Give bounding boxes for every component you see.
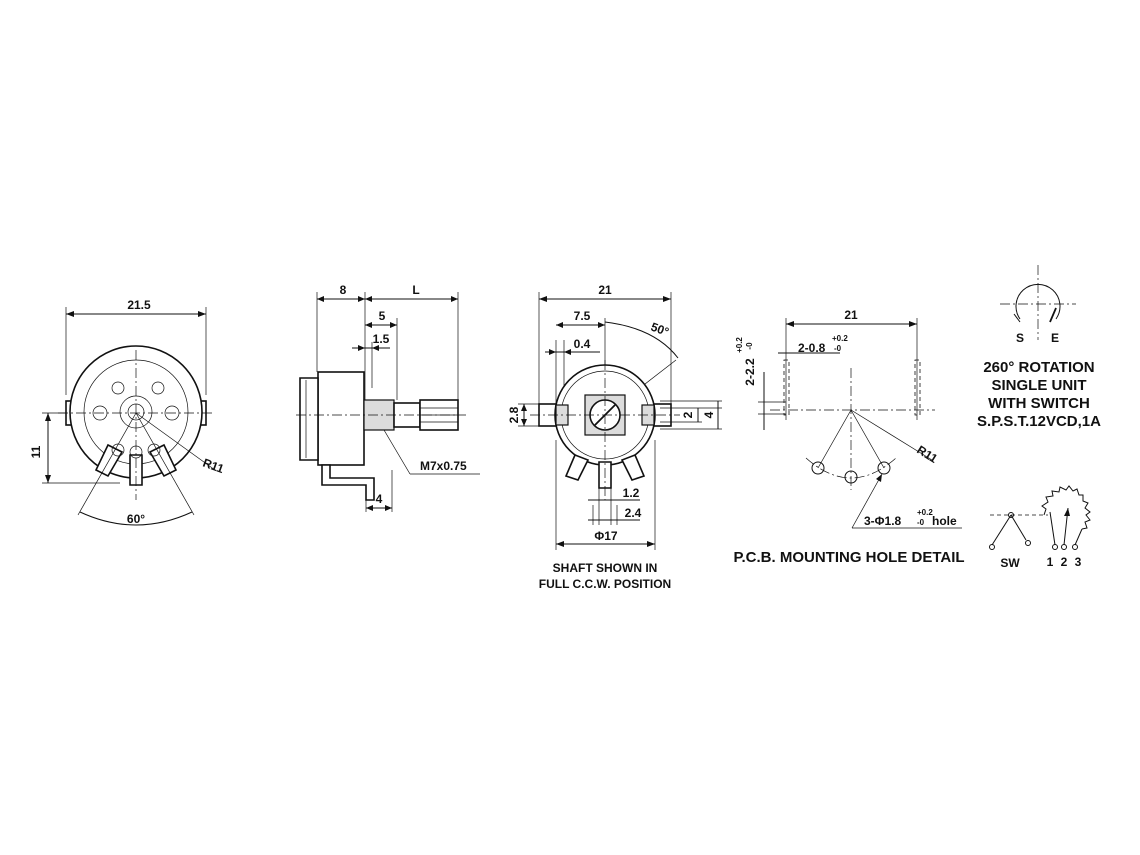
dim-hole-upper: +0.2 — [917, 508, 933, 517]
spec-line2: SINGLE UNIT — [991, 377, 1086, 394]
arrowheads — [365, 322, 397, 328]
switch-blade — [991, 514, 1012, 546]
dim-slot-upper: +0.2 — [832, 334, 848, 343]
dim-2-8: 2.8 — [507, 406, 521, 423]
dim-21-5: 21.5 — [127, 298, 151, 312]
pin-lead-3 — [1074, 528, 1083, 546]
pcb-detail-title: P.C.B. MOUNTING HOLE DETAIL — [733, 549, 964, 566]
spec-line4: S.P.S.T.12VCD,1A — [977, 413, 1101, 430]
dim-4-rear: 4 — [702, 411, 716, 418]
dim-side-upper: +0.2 — [735, 337, 744, 353]
pcb-slot-right — [914, 359, 921, 416]
dim-50: 50° — [649, 320, 671, 339]
front-hole-ur — [151, 381, 165, 395]
pcb-hole-1 — [811, 461, 825, 475]
dim-hole-prefix: 3-Φ1.8 — [864, 514, 902, 528]
front-view: 21.5 11 R11 60° — [29, 298, 226, 526]
thread-label: M7x0.75 — [420, 459, 467, 473]
angle-leg — [77, 412, 137, 516]
side-bracket — [299, 377, 319, 461]
dim-hole-lower: -0 — [917, 518, 925, 527]
angle-arc-60 — [79, 511, 193, 526]
pcb-detail: 21 2-0.8 +0.2 -0 2-2.2 +0.2 -0 R11 3-Φ1.… — [733, 308, 964, 566]
front-hole-ul — [111, 381, 125, 395]
dim-phi17: Φ17 — [594, 529, 618, 543]
front-terminal-2 — [129, 454, 143, 486]
pin-2-label: 2 — [1061, 555, 1068, 569]
rear-view: 21 7.5 50° 0.4 2.8 — [507, 283, 722, 591]
thread-leader — [383, 429, 411, 475]
side-housing — [317, 371, 365, 466]
pcb-radial — [850, 409, 885, 469]
resistor-element — [1041, 485, 1091, 530]
pcb-r11-leader — [850, 409, 933, 461]
pcb-hole-3 — [877, 461, 891, 475]
pcb-radial — [817, 409, 852, 469]
arrowhead — [876, 474, 882, 482]
pin-1-dot — [1052, 544, 1058, 550]
side-pin — [321, 464, 375, 501]
dim-5: 5 — [379, 309, 386, 323]
label-s: S — [1016, 331, 1024, 345]
rotation-arc — [1015, 283, 1061, 320]
dim-1-5: 1.5 — [373, 332, 390, 346]
side-view: 8 L 5 1.5 4 M7x0.75 — [296, 283, 480, 512]
dim-side-main: 2-2.2 — [743, 358, 757, 386]
dim-21-pcb: 21 — [844, 308, 858, 322]
dim-slot-lower: -0 — [834, 344, 842, 353]
dim-2: 2 — [681, 411, 695, 418]
dim-4: 4 — [376, 492, 383, 506]
spec-line1: 260° ROTATION — [983, 359, 1094, 376]
arrowheads — [45, 413, 51, 483]
stop-mark-s — [1013, 313, 1021, 323]
arrowheads — [358, 345, 379, 351]
dim-hole-suffix: hole — [932, 514, 957, 528]
pcb-arc — [805, 457, 897, 479]
arrowheads — [366, 505, 392, 511]
spec-line3: WITH SWITCH — [988, 395, 1090, 412]
dim-0-4: 0.4 — [574, 337, 591, 351]
dim-2-4: 2.4 — [625, 506, 642, 520]
arrowheads — [521, 404, 527, 426]
hole-leader — [851, 473, 883, 529]
rotation-spec: S E 260° ROTATION SINGLE UNIT WITH SWITC… — [977, 265, 1101, 430]
pin-3-label: 3 — [1075, 555, 1082, 569]
schematic: SW 1 2 3 — [989, 485, 1091, 570]
switch-terminal-right — [1025, 540, 1031, 546]
angle-arc-50 — [604, 321, 679, 359]
dim-60: 60° — [127, 512, 145, 526]
dim-r11-front: R11 — [201, 456, 226, 477]
switch-terminal-left — [989, 544, 995, 550]
r11-leader — [135, 412, 216, 471]
dim-11: 11 — [29, 445, 43, 458]
wiper-arrow — [1064, 508, 1070, 516]
angle-leg — [135, 412, 195, 516]
rear-terminal-1 — [564, 453, 590, 481]
stop-mark-e — [1049, 307, 1057, 323]
dim-side-lower: -0 — [745, 342, 754, 350]
pin-2-dot — [1061, 544, 1067, 550]
switch-pivot — [1008, 512, 1014, 518]
pin-1-label: 1 — [1047, 555, 1054, 569]
rear-terminal-3 — [620, 453, 646, 481]
pcb-slot-left — [783, 359, 790, 416]
pin-3-dot — [1072, 544, 1078, 550]
dim-1-2: 1.2 — [623, 486, 640, 500]
switch-contact-right — [1010, 514, 1027, 541]
dim-7-5: 7.5 — [574, 309, 591, 323]
label-e: E — [1051, 331, 1059, 345]
pin-lead-1 — [1049, 511, 1056, 546]
arrowheads — [549, 349, 571, 355]
caption-line1: SHAFT SHOWN IN — [553, 561, 658, 575]
dim-21-rear: 21 — [598, 283, 612, 297]
caption-line2: FULL C.C.W. POSITION — [539, 577, 671, 591]
dim-r11-pcb: R11 — [914, 443, 940, 466]
switch-label: SW — [1000, 556, 1020, 570]
pcb-hole-2 — [844, 470, 858, 484]
dim-8: 8 — [340, 283, 347, 297]
dim-slot-main: 2-0.8 — [798, 341, 826, 355]
dim-L: L — [412, 283, 419, 297]
